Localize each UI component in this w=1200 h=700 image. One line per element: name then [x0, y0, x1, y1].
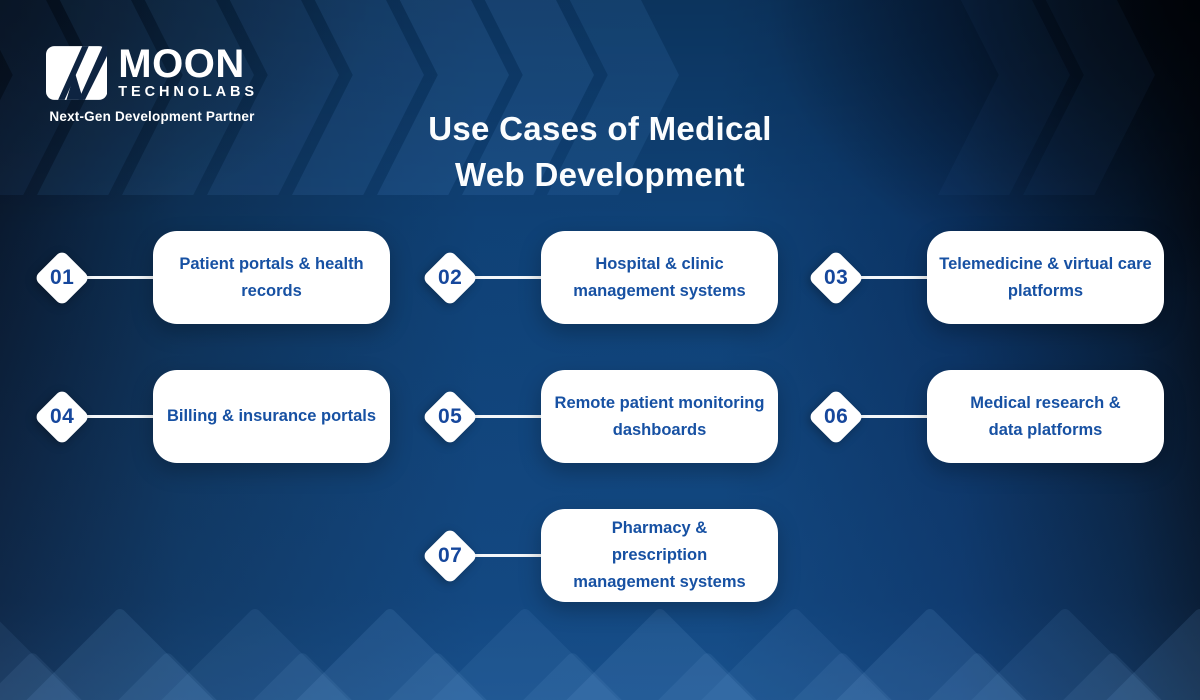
use-case-label: Telemedicine & virtual care platforms — [939, 254, 1152, 300]
use-case-card: Patient portals & health records — [153, 231, 390, 324]
use-case-item-06: 06 Medical research & data platforms — [807, 370, 1164, 463]
use-case-card: Hospital & clinic management systems — [541, 231, 778, 324]
connector-line — [836, 275, 928, 279]
item-number: 01 — [49, 265, 75, 289]
logo-tagline: Next-Gen Development Partner — [49, 109, 255, 124]
item-number: 04 — [49, 404, 75, 428]
use-case-label: Billing & insurance portals — [166, 407, 377, 425]
triangle-shape — [43, 650, 292, 700]
connector-line — [62, 275, 154, 279]
triangle-shape — [313, 650, 562, 700]
use-case-card: Remote patient monitoring dashboards — [541, 370, 778, 463]
triangle-shape — [583, 650, 832, 700]
page-title: Use Cases of Medical Web Development — [0, 106, 1200, 198]
logo-name-top: MOON — [118, 42, 245, 86]
use-case-card: Billing & insurance portals — [153, 370, 390, 463]
use-case-label: Patient portals & health records — [179, 254, 364, 300]
item-number: 05 — [437, 404, 463, 428]
logo-row: MOON TECHNOLABS — [46, 44, 258, 102]
use-case-item-03: 03 Telemedicine & virtual care platforms — [807, 231, 1164, 324]
item-number-diamond: 03 — [807, 249, 865, 306]
use-case-label: Hospital & clinic management systems — [573, 254, 746, 300]
connector-line — [450, 553, 542, 557]
triangle-shape — [1051, 606, 1200, 700]
triangle-shape — [781, 606, 1079, 700]
triangle-shape — [988, 650, 1200, 700]
item-number-diamond: 04 — [33, 388, 91, 445]
connector-line — [450, 414, 542, 418]
item-number-diamond: 01 — [33, 249, 91, 306]
triangle-shape — [178, 650, 427, 700]
connector-line — [62, 414, 154, 418]
moon-technolabs-logo-icon — [46, 46, 108, 100]
page-title-line1: Use Cases of Medical — [428, 110, 772, 147]
connector-line — [836, 414, 928, 418]
item-number-diamond: 05 — [421, 388, 479, 445]
triangle-shape — [106, 606, 404, 700]
triangle-shape — [718, 650, 967, 700]
item-number: 03 — [823, 265, 849, 289]
triangle-shape — [241, 606, 539, 700]
use-case-item-01: 01 Patient portals & health records — [33, 231, 390, 324]
use-case-label: Remote patient monitoring dashboards — [554, 393, 765, 439]
use-case-item-02: 02 Hospital & clinic management systems — [421, 231, 778, 324]
use-case-item-04: 04 Billing & insurance portals — [33, 370, 390, 463]
triangle-shape — [376, 606, 674, 700]
logo-text: MOON TECHNOLABS — [118, 42, 258, 101]
triangle-shape — [646, 606, 944, 700]
item-number: 06 — [823, 404, 849, 428]
logo: MOON TECHNOLABS Next-Gen Development Par… — [46, 44, 258, 124]
item-number-diamond: 07 — [421, 527, 479, 584]
use-case-label: Pharmacy & prescription management syste… — [573, 519, 746, 591]
page-title-line2: Web Development — [455, 156, 745, 193]
item-number-diamond: 02 — [421, 249, 479, 306]
use-case-label: Medical research & data platforms — [970, 393, 1121, 439]
use-case-item-07: 07 Pharmacy & prescription management sy… — [421, 509, 778, 602]
triangle-shape — [448, 650, 697, 700]
use-case-card: Pharmacy & prescription management syste… — [541, 509, 778, 602]
use-case-card: Telemedicine & virtual care platforms — [927, 231, 1164, 324]
item-number-diamond: 06 — [807, 388, 865, 445]
triangle-shape — [853, 650, 1102, 700]
triangle-shape — [0, 650, 157, 700]
use-case-card: Medical research & data platforms — [927, 370, 1164, 463]
connector-line — [450, 275, 542, 279]
item-number: 02 — [437, 265, 463, 289]
triangle-shape — [0, 606, 134, 700]
triangle-shape — [0, 606, 269, 700]
logo-name-bottom: TECHNOLABS — [118, 84, 258, 100]
triangle-shape — [916, 606, 1200, 700]
item-number: 07 — [437, 543, 463, 567]
use-case-item-05: 05 Remote patient monitoring dashboards — [421, 370, 778, 463]
triangle-shape — [511, 606, 809, 700]
